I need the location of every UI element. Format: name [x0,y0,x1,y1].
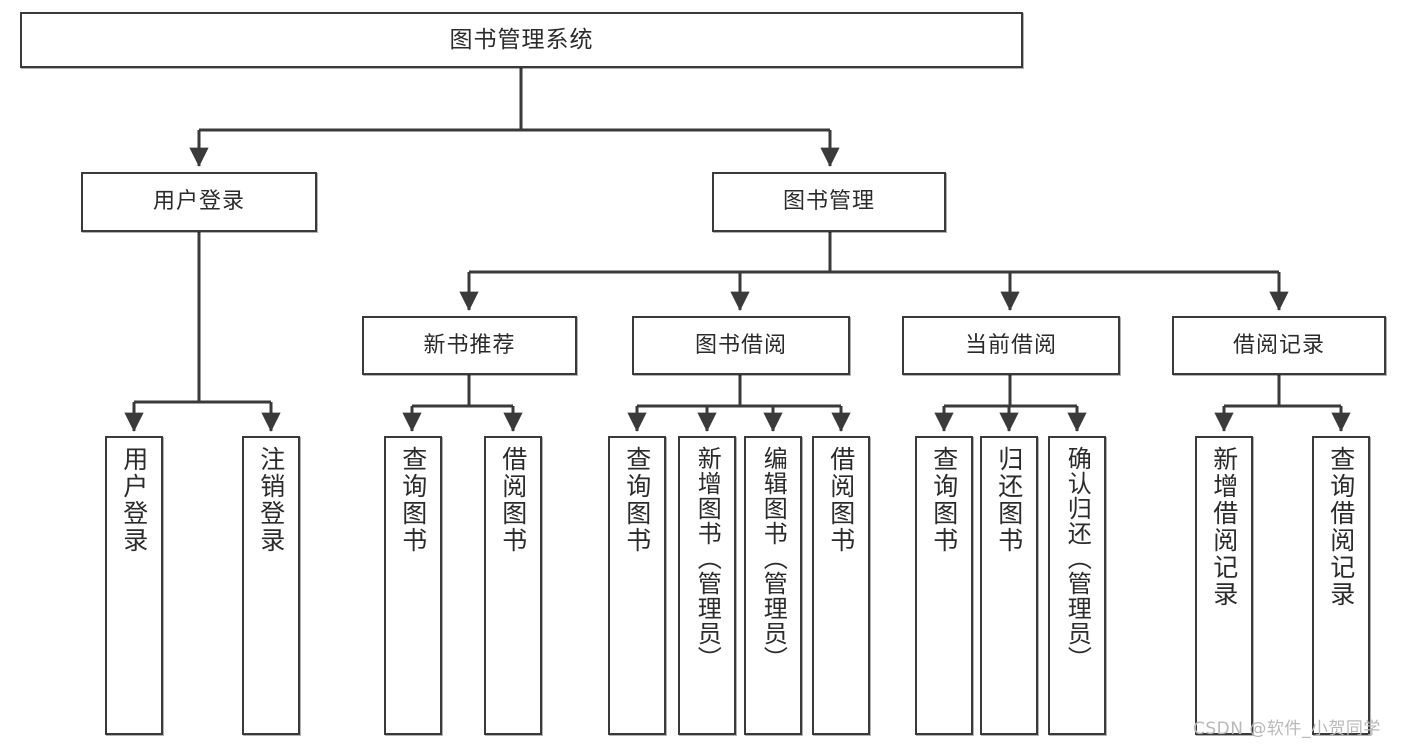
node-label: 查询图书 [929,446,959,554]
node-label: 图书借阅 [694,332,787,358]
leaf-query-book-recommendation[interactable]: 查询图书 [384,436,442,735]
node-label: 查询图书 [622,446,652,554]
leaf-add-book-admin[interactable]: 新增图书（管理员） [678,436,736,735]
node-label: 确认归还（管理员） [1063,446,1092,671]
node-label: 查询图书 [398,446,428,554]
node-label: 当前借阅 [964,332,1057,358]
leaf-query-book-borrowing[interactable]: 查询图书 [608,436,666,735]
node-label: 图书管理 [782,189,875,215]
node-label: 新增图书（管理员） [693,446,722,671]
leaf-return-book[interactable]: 归还图书 [980,436,1038,735]
node-label: 新增借阅记录 [1209,446,1239,608]
leaf-confirm-return-admin[interactable]: 确认归还（管理员） [1048,436,1106,735]
node-label: 用户登录 [119,446,149,554]
node-borrowing-record[interactable]: 借阅记录 [1172,316,1386,375]
node-label: 借阅记录 [1232,332,1325,358]
leaf-edit-book-admin[interactable]: 编辑图书（管理员） [744,436,802,735]
node-new-book-recommendation[interactable]: 新书推荐 [362,316,577,375]
node-book-management[interactable]: 图书管理 [712,172,946,232]
csdn-watermark: CSDN @软件_小贺同学 [1193,719,1381,739]
node-label: 借阅图书 [826,446,856,554]
node-label: 图书管理系统 [449,26,594,53]
node-current-borrowing[interactable]: 当前借阅 [902,316,1120,375]
node-label: 归还图书 [994,446,1024,554]
leaf-logout-login[interactable]: 注销登录 [242,436,300,735]
leaf-query-book-current[interactable]: 查询图书 [915,436,973,735]
node-root-system[interactable]: 图书管理系统 [20,12,1023,68]
node-label: 新书推荐 [423,332,516,358]
leaf-add-borrow-record[interactable]: 新增借阅记录 [1195,436,1253,735]
node-label: 借阅图书 [498,446,528,554]
node-book-borrowing[interactable]: 图书借阅 [632,316,850,375]
leaf-borrow-book-recommendation[interactable]: 借阅图书 [484,436,542,735]
node-label: 用户登录 [152,189,245,215]
node-label: 注销登录 [256,446,286,554]
leaf-query-borrow-record[interactable]: 查询借阅记录 [1312,436,1370,735]
leaf-user-login[interactable]: 用户登录 [105,436,163,735]
leaf-borrow-book-borrowing[interactable]: 借阅图书 [812,436,870,735]
node-user-login[interactable]: 用户登录 [81,172,317,232]
node-label: 查询借阅记录 [1326,446,1356,608]
node-label: 编辑图书（管理员） [759,446,788,671]
